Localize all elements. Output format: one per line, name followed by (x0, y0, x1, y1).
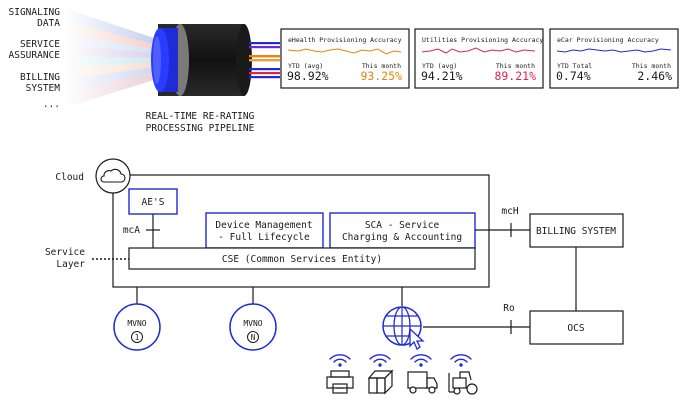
kpi-right-value: 2.46% (637, 69, 672, 83)
output-streams (249, 42, 280, 79)
aes-box (128, 188, 178, 215)
mvno-1-badge: 1 (135, 333, 140, 342)
pipeline-caption-line1: REAL-TIME RE-RATING (146, 111, 255, 122)
kpi-card-utilities: Utilities Provisioning Accuracy YTD (avg… (414, 28, 544, 89)
aes-label: AE'S (142, 197, 165, 208)
ro-label: Ro (503, 303, 515, 314)
mch-label: mcH (501, 206, 518, 217)
mvno-1-label: MVNO (127, 319, 146, 328)
kpi-left-label: YTD Total (557, 62, 592, 70)
wifi-icon (450, 354, 472, 367)
billing-system-box (529, 213, 624, 248)
mvno-n-node: MVNO N (229, 303, 277, 351)
device-management-box (205, 212, 324, 249)
pipeline-caption-line2: PROCESSING PIPELINE (146, 123, 255, 134)
service-layer-line1: Service (45, 247, 85, 258)
cursor-icon (409, 327, 425, 350)
forklift-icon (448, 371, 478, 395)
kpi-right-label: This month (496, 62, 535, 70)
cloud-boundary: Cloud (55, 158, 490, 288)
mca-label: mcA (123, 225, 140, 236)
wifi-icons (329, 354, 472, 367)
input-data: DATA (37, 18, 60, 29)
cloud-icon (100, 168, 126, 183)
wifi-icon (329, 354, 351, 367)
cse-box (128, 247, 476, 270)
device-management-line2: - Full Lifecycle (218, 232, 310, 243)
pipeline-cylinder (151, 24, 252, 96)
input-more: ... (43, 99, 60, 110)
kpi-right-value: 93.25% (360, 69, 402, 83)
printer-icon (326, 370, 354, 394)
sca-line1: SCA - Service (365, 220, 440, 231)
device-management-line1: Device Management (215, 220, 312, 231)
truck-icon (407, 371, 438, 394)
kpi-left-label: YTD (avg) (422, 62, 457, 70)
kpi-right-label: This month (632, 62, 671, 70)
service-layer-line2: Layer (56, 259, 85, 270)
kpi-card-ehealth: eHealth Provisioning Accuracy YTD (avg) … (280, 28, 410, 89)
input-sources: SIGNALING DATA SERVICE ASSURANCE BILLING… (9, 7, 61, 110)
kpi-left-value: 0.74% (556, 69, 591, 83)
kpi-left-value: 94.21% (421, 69, 463, 83)
sca-box (329, 212, 476, 249)
input-billing: BILLING (20, 72, 60, 83)
mvno-n-badge: N (251, 333, 256, 342)
service-layer-label: Service Layer (45, 247, 85, 270)
kpi-left-value: 98.92% (287, 69, 329, 83)
ocs-box (529, 310, 624, 345)
kpi-title: eCar Provisioning Accuracy (557, 36, 659, 44)
sca-line2: Charging & Accounting (342, 232, 462, 243)
pipeline-caption: REAL-TIME RE-RATING PROCESSING PIPELINE (146, 111, 255, 134)
kpi-sparkline (556, 48, 672, 53)
cse-label: CSE (Common Services Entity) (222, 254, 382, 265)
wifi-icon (369, 354, 391, 367)
kpi-title: eHealth Provisioning Accuracy (288, 36, 402, 44)
kpi-sparkline (421, 47, 536, 54)
kpi-card-ecar: eCar Provisioning Accuracy YTD Total Thi… (549, 28, 679, 89)
input-assurance: ASSURANCE (9, 50, 61, 61)
kpi-left-label: YTD (avg) (288, 62, 323, 70)
input-system: SYSTEM (26, 83, 61, 94)
data-stream-fan (64, 6, 160, 110)
device-icons (326, 369, 478, 395)
cargo-boxes-icon (367, 369, 394, 395)
kpi-right-label: This month (362, 62, 401, 70)
mvno-n-label: MVNO (243, 319, 262, 328)
cloud-label: Cloud (55, 172, 84, 183)
wifi-icon (410, 354, 432, 367)
kpi-right-value: 89.21% (494, 69, 536, 83)
kpi-sparkline (287, 48, 402, 55)
kpi-title: Utilities Provisioning Accuracy (422, 36, 543, 44)
input-signaling: SIGNALING (9, 7, 61, 18)
ocs-label: OCS (567, 323, 584, 334)
mvno-1-node: MVNO 1 (113, 303, 161, 351)
input-service: SERVICE (20, 39, 60, 50)
billing-system-label: BILLING SYSTEM (536, 226, 616, 237)
